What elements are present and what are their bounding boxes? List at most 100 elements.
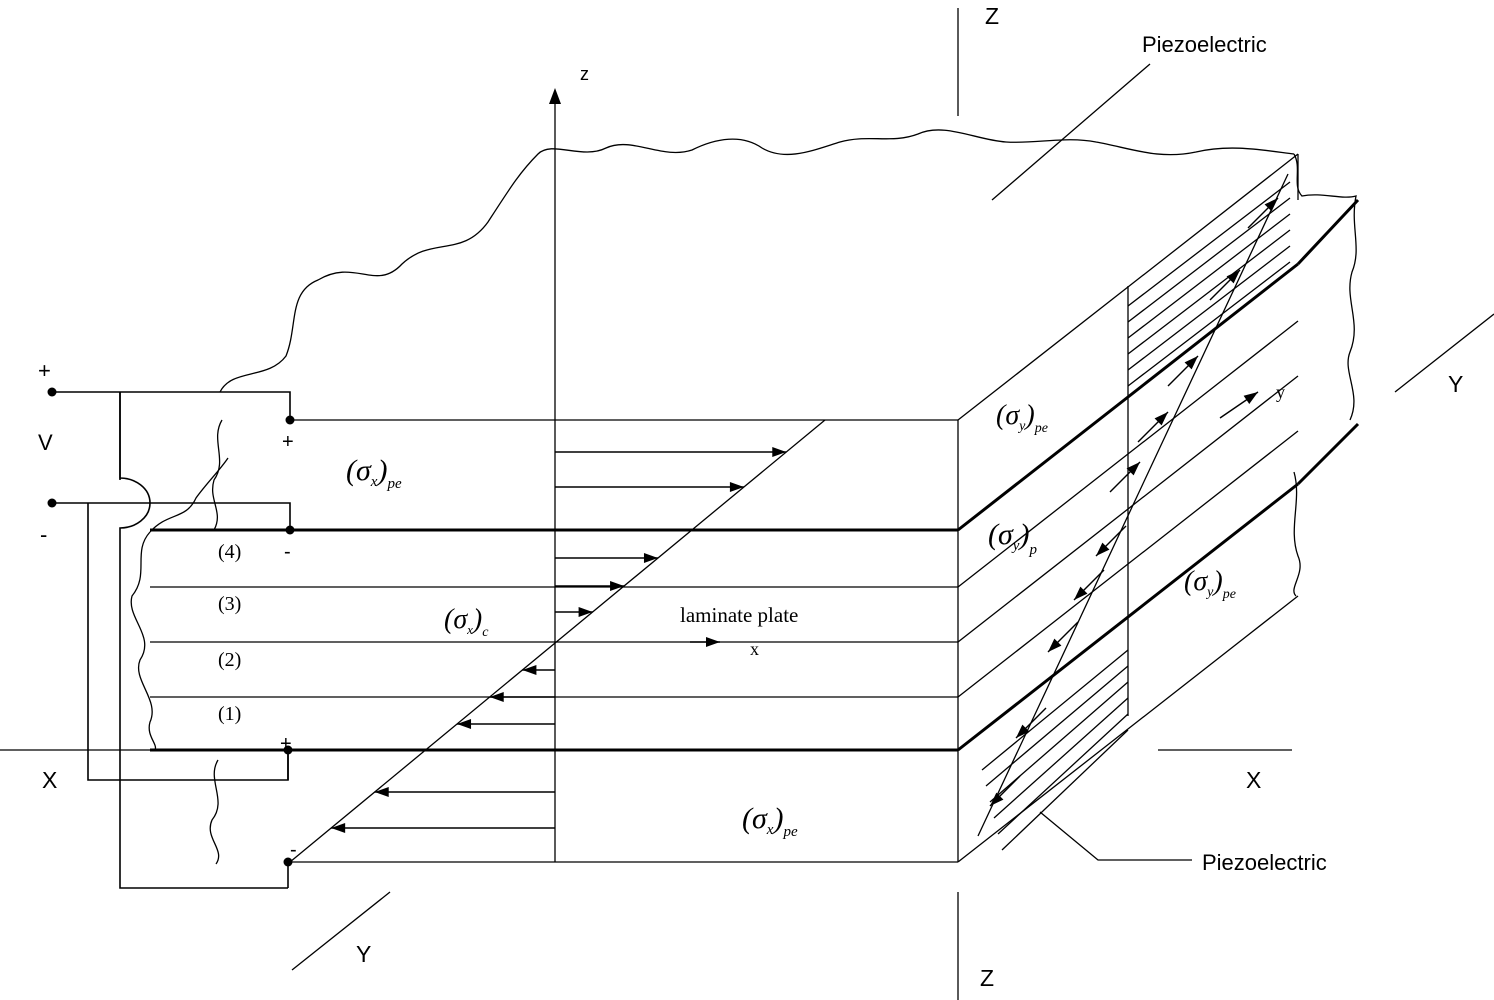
side-stress-arrow-down-1 xyxy=(1073,569,1105,601)
side-hatch-bottom-4 xyxy=(993,697,1129,819)
right-lower-break-line xyxy=(1293,471,1301,597)
front-stress-arrow-5 xyxy=(522,665,555,675)
electric-circuit xyxy=(47,387,295,889)
side-far-bottom-interface xyxy=(1296,422,1360,486)
svg-text:(σy)p: (σy)p xyxy=(988,518,1037,558)
piezo-bottom-leader xyxy=(1039,811,1192,861)
sigma-y-pe-top-label: (σy)pe xyxy=(996,400,1048,436)
side-hatch-bottom-1 xyxy=(981,649,1129,771)
svg-text:(σy)pe: (σy)pe xyxy=(996,400,1048,436)
front-stress-distribution xyxy=(289,419,826,863)
layer-3-label: (3) xyxy=(218,593,241,615)
global-x-right-label: X xyxy=(1246,767,1261,793)
front-stress-arrow-7 xyxy=(457,719,555,729)
global-y-axis-right xyxy=(1394,313,1494,393)
global-y-left-label: Y xyxy=(356,941,371,967)
layer-labels: (4) (3) (2) (1) xyxy=(218,541,241,725)
side-hatch-top-4 xyxy=(1127,229,1291,355)
front-stress-arrow-6 xyxy=(489,692,555,702)
global-axes xyxy=(0,8,1494,1000)
side-stress-arrow-up-1 xyxy=(1209,269,1241,301)
sigma-x-pe-top-label: (σx)pe xyxy=(346,454,402,492)
side-hatch-top-6 xyxy=(1127,261,1291,387)
wire-break-bottom xyxy=(209,759,220,865)
side-stress-distribution xyxy=(977,173,1289,837)
sigma-y-pe-bottom-label: (σy)pe xyxy=(1184,566,1236,602)
break-lines xyxy=(130,129,1357,865)
circuit-labels: + - V + - + - xyxy=(38,358,297,861)
terminal-plus-dot xyxy=(47,387,57,397)
axis-labels: Z Z X X Y Y z x y xyxy=(42,3,1463,991)
top-electrode-minus-dot xyxy=(285,525,295,535)
side-hatch-bottom-3 xyxy=(989,681,1129,803)
global-x-left-label: X xyxy=(42,767,57,793)
global-z-top-label: Z xyxy=(985,3,999,29)
svg-text:(σx)pe: (σx)pe xyxy=(742,802,798,840)
part-labels: Piezoelectric Piezoelectric laminate pla… xyxy=(680,32,1327,875)
supply-plus-label: + xyxy=(38,358,51,383)
front-stress-arrow-2 xyxy=(555,553,658,563)
side-stress-arrow-down-0 xyxy=(1095,525,1127,557)
local-x-label: x xyxy=(750,639,759,659)
right-break-line xyxy=(1293,153,1357,421)
side-stress-arrow-up-4 xyxy=(1109,461,1141,493)
top-electrode-plus-dot xyxy=(285,415,295,425)
leader-lines xyxy=(991,63,1192,861)
side-far-top-interface xyxy=(1296,198,1360,266)
left-break-line xyxy=(130,531,157,751)
global-z-bottom-label: Z xyxy=(980,965,994,991)
terminal-minus-dot xyxy=(47,498,57,508)
layer-2-label: (2) xyxy=(218,649,241,671)
plate-side-face xyxy=(957,153,1360,863)
front-stress-arrow-0 xyxy=(555,447,787,457)
sigma-x-pe-bottom-label: (σx)pe xyxy=(742,802,798,840)
supply-minus-label: - xyxy=(40,522,47,547)
local-y-label: y xyxy=(1276,382,1285,402)
side-stress-arrow-down-2 xyxy=(1047,621,1079,653)
global-y-axis-left xyxy=(291,891,391,971)
svg-text:(σy)pe: (σy)pe xyxy=(1184,566,1236,602)
front-stress-diagonal xyxy=(289,419,826,863)
side-stress-arrow-down-3 xyxy=(1015,707,1047,739)
layer-4-label: (4) xyxy=(218,541,241,563)
top-electrode-plus-label: + xyxy=(282,431,294,453)
bottom-electrode-plus-dot xyxy=(283,745,293,755)
global-y-right-label: Y xyxy=(1448,371,1463,397)
local-x-arrow xyxy=(690,637,720,647)
piezo-top-label: Piezoelectric xyxy=(1142,32,1267,57)
front-stress-arrow-9 xyxy=(331,823,555,833)
left-upper-break-line xyxy=(149,457,229,533)
bottom-electrode-minus-dot xyxy=(283,857,293,867)
bottom-electrode-plus-label: + xyxy=(280,733,292,755)
side-hatch-bottom-2 xyxy=(985,665,1129,787)
svg-text:(σx)pe: (σx)pe xyxy=(346,454,402,492)
front-stress-arrow-8 xyxy=(374,787,555,797)
laminate-plate-label: laminate plate xyxy=(680,603,798,627)
sigma-y-p-label: (σy)p xyxy=(988,518,1037,558)
front-stress-arrow-1 xyxy=(555,482,744,492)
wire-break-top xyxy=(212,419,223,531)
side-hatch-top-5 xyxy=(1127,245,1291,371)
front-stress-arrow-3 xyxy=(555,581,625,591)
voltage-label: V xyxy=(38,430,53,455)
plate-front-face xyxy=(150,88,959,863)
local-y-arrow xyxy=(1219,391,1259,419)
side-stress-arrow-up-3 xyxy=(1137,411,1169,443)
top-electrode-minus-label: - xyxy=(284,541,291,563)
side-stress-diagonal xyxy=(977,173,1289,837)
piezo-bottom-label: Piezoelectric xyxy=(1202,850,1327,875)
local-z-label: z xyxy=(580,64,589,84)
side-hatch-bottom-5 xyxy=(997,713,1129,835)
layer-1-label: (1) xyxy=(218,703,241,725)
svg-text:(σx)c: (σx)c xyxy=(444,604,489,640)
piezo-top-leader xyxy=(991,63,1151,201)
side-stress-arrow-up-2 xyxy=(1167,355,1199,387)
top-break-line xyxy=(219,129,1295,393)
side-hatch-bottom-6 xyxy=(1001,729,1129,851)
side-stress-arrow-down-4 xyxy=(989,775,1021,807)
bottom-electrode-minus-label: - xyxy=(290,839,297,861)
side-hatch-top-3 xyxy=(1127,213,1291,339)
front-stress-arrow-4 xyxy=(555,607,593,617)
